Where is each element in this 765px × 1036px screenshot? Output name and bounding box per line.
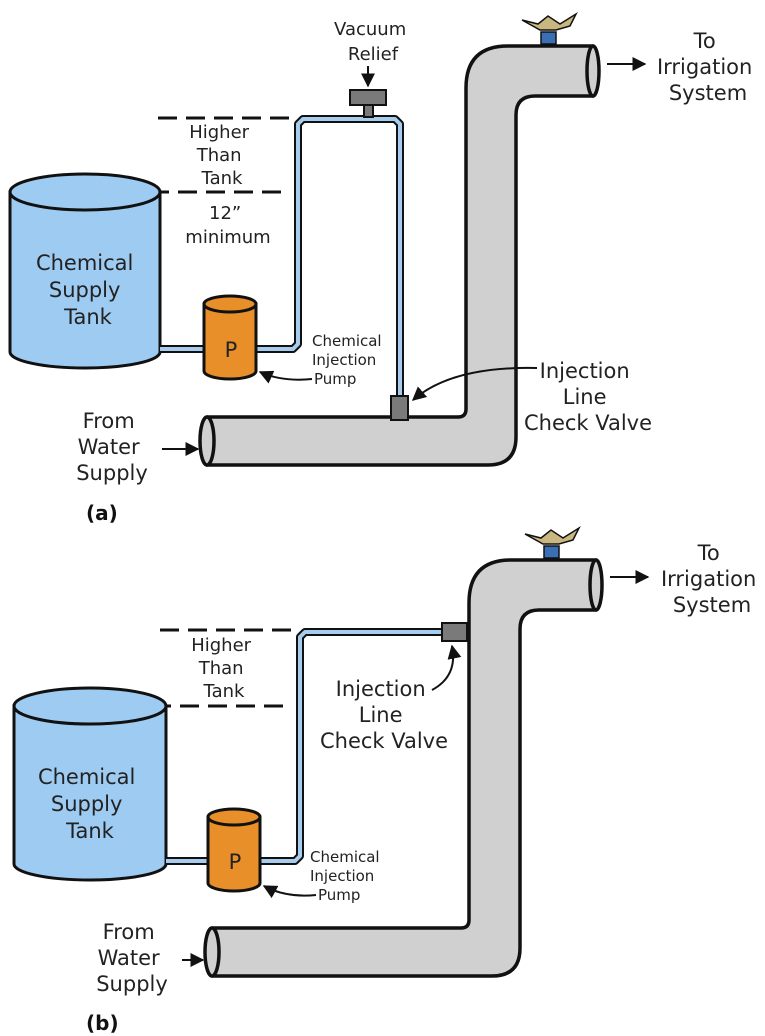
pipe-outlet-end [585, 44, 601, 98]
check-valve-label: Injection Line Check Valve [524, 359, 652, 435]
pump-arrow-icon [262, 885, 317, 899]
injection-line [160, 115, 404, 396]
check-valve-label: Injection Line Check Valve [320, 677, 448, 753]
pipe-inlet-end [203, 926, 221, 978]
height-label: Higher Than Tank [191, 635, 257, 702]
pump-name-label: Chemical Injection Pump [310, 848, 384, 904]
caption-a: (a) [86, 501, 118, 525]
vacuum-relief-label: Vacuum Relief [334, 19, 412, 65]
height-label: Higher Than Tank [189, 122, 255, 189]
chemical-injection-pump [202, 294, 258, 381]
pipe-outlet-end [588, 558, 604, 612]
vacuum-relief-valve [349, 89, 387, 118]
chemical-injection-pump [206, 807, 262, 893]
sprinkler-head-icon [524, 525, 581, 559]
chemical-supply-tank [12, 686, 168, 882]
from-supply-label: From Water Supply [96, 920, 168, 996]
check-valve [390, 395, 409, 421]
panel-b: Chemical Supply Tank P Higher Than Tank [12, 525, 763, 1035]
tank-label: Chemical Supply Tank [36, 251, 140, 329]
caption-b: (b) [86, 1011, 119, 1035]
check-valve [441, 622, 468, 642]
check-valve-arrow-icon [411, 366, 538, 401]
check-valve-arrow-icon [431, 644, 462, 691]
minimum-label: 12” minimum [185, 203, 270, 248]
tank-label: Chemical Supply Tank [38, 765, 142, 843]
sprinkler-head-icon [521, 11, 578, 45]
main-pipe [210, 558, 598, 978]
to-irrigation-label: To Irrigation System [657, 29, 759, 105]
pump-label: P [225, 338, 238, 362]
pump-name-label: Chemical Injection Pump [312, 332, 386, 388]
pipe-inlet-end [198, 415, 216, 467]
pump-arrow-icon [258, 370, 313, 384]
panel-a: Chemical Supply Tank P [8, 11, 759, 525]
pump-label: P [229, 850, 242, 874]
injection-line [166, 628, 444, 865]
to-irrigation-label: To Irrigation System [661, 541, 763, 617]
chemical-supply-tank [8, 172, 162, 370]
from-supply-label: From Water Supply [76, 409, 148, 485]
